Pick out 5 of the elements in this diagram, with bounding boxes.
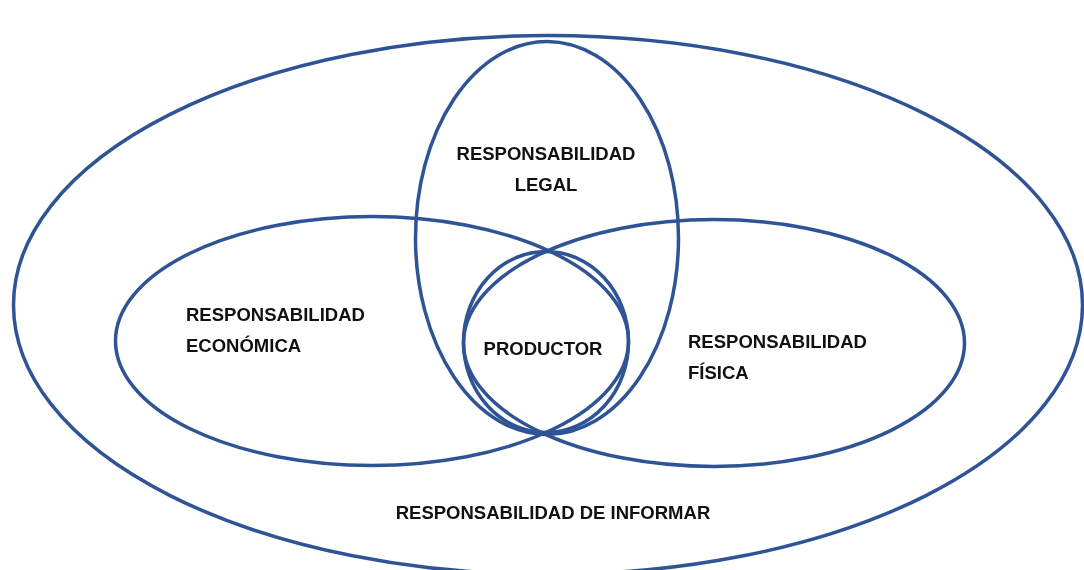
region-label: PRODUCTOR [482,336,604,361]
region-label: RESPONSABILIDAD LEGAL [455,142,637,197]
region-label: RESPONSABILIDAD ECONÓMICA [186,303,366,358]
region-label: RESPONSABILIDAD FÍSICA [688,330,868,385]
region-label: RESPONSABILIDAD DE INFORMAR [394,500,712,525]
